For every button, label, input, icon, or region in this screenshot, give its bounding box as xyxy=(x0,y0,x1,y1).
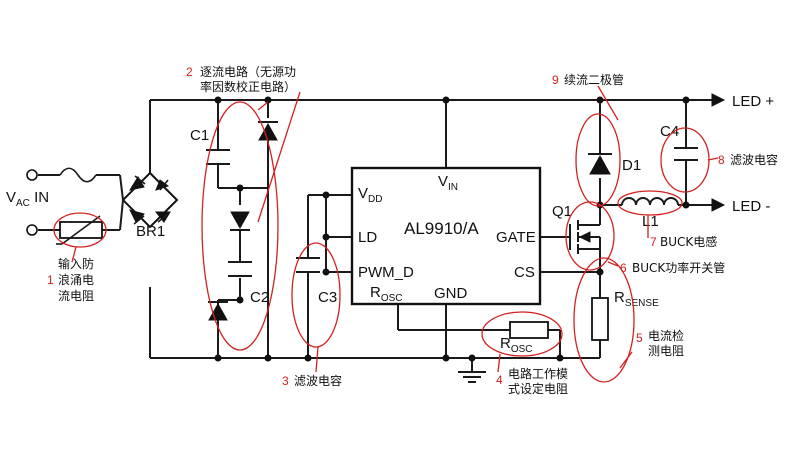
pin-gnd: GND xyxy=(434,285,468,302)
rsense-label: RSENSE xyxy=(614,289,659,309)
annotation-ellipse-5 xyxy=(573,257,635,383)
vac-label: VAC IN xyxy=(6,189,49,209)
arrow-led-minus-icon xyxy=(711,198,726,212)
annotation-8-text: 滤波电容 xyxy=(730,152,778,167)
c4-label: C4 xyxy=(660,123,679,140)
c4-capacitor: C4 xyxy=(660,123,698,161)
annotation-ellipse-7 xyxy=(617,190,683,216)
ground-icon xyxy=(458,371,486,383)
annotation-4-text: 电路工作模式设定电阻 xyxy=(508,366,568,396)
annotation-3-text: 滤波电容 xyxy=(294,373,342,388)
annotation-2-text: 逐流电路（无源功率因数校正电路） xyxy=(200,64,296,94)
annotation-1-number: 1 xyxy=(47,273,54,287)
rosc-resistor: ROSC xyxy=(500,321,549,355)
led-outputs: LED + LED - xyxy=(711,93,774,215)
annotation-2-number: 2 xyxy=(186,65,193,79)
pin-gate: GATE xyxy=(496,229,536,246)
q1-mosfet: Q1 xyxy=(552,203,601,262)
pin-vdd: VDD xyxy=(358,185,382,205)
annotation-ellipse-1 xyxy=(53,212,107,248)
led-plus-label: LED + xyxy=(732,93,774,110)
valley-fill-circuit: C1 C2 xyxy=(190,121,278,358)
pin-pwm: PWM_D xyxy=(358,264,414,281)
fuse-icon xyxy=(59,167,97,183)
annotation-7-text: BUCK电感 xyxy=(660,234,717,249)
c3-label: C3 xyxy=(318,289,337,306)
annotation-9-number: 9 xyxy=(552,73,559,87)
br1-label: BR1 xyxy=(136,223,165,240)
annotation-outlines xyxy=(53,85,719,383)
annotation-ellipse-6 xyxy=(565,201,615,271)
d1-diode: D1 xyxy=(588,140,641,175)
annotation-1-text: 输入防浪涌电流电阻 xyxy=(58,256,94,303)
ac-terminal-bottom[interactable] xyxy=(26,224,38,236)
c1-label: C1 xyxy=(190,127,209,144)
al9910-chip: AL9910/A VIN VDD LD PWM_D ROSC GND GATE … xyxy=(350,166,542,306)
annotation-4-number: 4 xyxy=(496,373,503,387)
d1-label: D1 xyxy=(622,157,641,174)
ac-input: VAC IN xyxy=(6,169,49,236)
junction-dots xyxy=(214,96,690,362)
ac-terminal-top[interactable] xyxy=(26,169,38,181)
annotations: 输入防浪涌电流电阻 1 2 逐流电路（无源功率因数校正电路） 3 滤波电容 4 … xyxy=(47,64,778,396)
c2-label: C2 xyxy=(250,289,269,306)
annotation-5-text: 电流检测电阻 xyxy=(648,328,684,358)
annotation-ellipse-9 xyxy=(575,113,621,207)
c3-capacitor: C3 xyxy=(296,257,337,306)
ntc-thermistor-icon xyxy=(56,215,103,245)
l1-inductor: L1 xyxy=(621,197,679,230)
annotation-ellipse-3 xyxy=(291,242,341,348)
annotation-6-text: BUCK功率开关管 xyxy=(632,260,725,275)
annotation-ellipse-4 xyxy=(481,311,563,357)
q1-label: Q1 xyxy=(552,203,572,220)
pin-vin: VIN xyxy=(438,173,458,193)
l1-label: L1 xyxy=(642,213,659,230)
annotation-6-number: 6 xyxy=(620,261,627,275)
annotation-3-number: 3 xyxy=(282,374,289,388)
annotation-9-text: 续流二极管 xyxy=(564,72,624,87)
chip-name: AL9910/A xyxy=(404,219,479,238)
annotation-7-number: 7 xyxy=(650,235,657,249)
pin-ld: LD xyxy=(358,229,377,246)
pin-cs: CS xyxy=(514,264,535,281)
annotation-8-number: 8 xyxy=(718,153,725,167)
annotation-5-number: 5 xyxy=(636,331,643,345)
arrow-led-plus-icon xyxy=(711,93,726,107)
pin-rosc: ROSC xyxy=(370,284,403,304)
annotation-ellipse-2 xyxy=(201,101,279,351)
rsense-resistor: RSENSE xyxy=(591,289,659,341)
bridge-rectifier: BR1 xyxy=(119,171,179,240)
led-minus-label: LED - xyxy=(732,198,770,215)
rosc-label: ROSC xyxy=(500,335,533,355)
